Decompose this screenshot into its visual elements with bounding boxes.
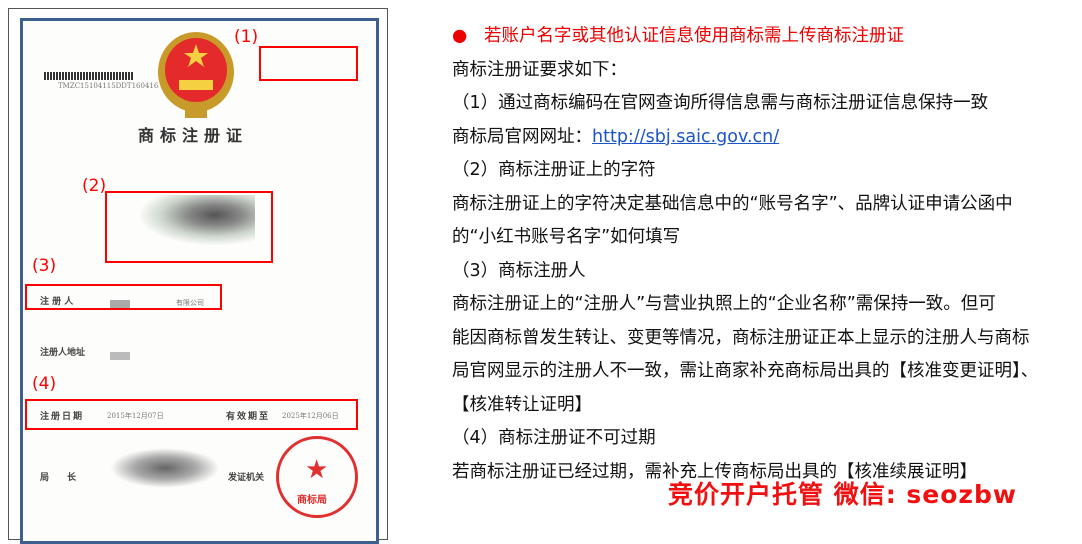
barcode: [44, 72, 134, 80]
redacted-block: [110, 300, 130, 308]
signature: [110, 448, 220, 488]
director-label: 局 长: [40, 473, 77, 483]
link-label: 商标局官网网址：: [452, 126, 592, 147]
heading-text: 若账户名字或其他认证信息使用商标需上传商标注册证: [483, 26, 904, 46]
text-line: 商标注册证上的字符决定基础信息中的“账号名字”、品牌认证申请公函中: [452, 193, 1013, 214]
reg-date-value: 2015年12月07日: [107, 412, 164, 420]
certificate-title: 商标注册证: [138, 126, 249, 145]
text-line: 商标局官网网址：http://sbj.saic.gov.cn/: [452, 121, 1077, 155]
text-line: （1）通过商标编码在官网查询所得信息需与商标注册证信息保持一致: [452, 93, 989, 113]
reg-date-label: 注册日期: [40, 412, 85, 422]
bullet-icon: ●: [452, 26, 468, 46]
redacted-block: [110, 352, 130, 360]
text-line: （4）商标注册证不可过期: [452, 428, 656, 448]
marker-3: (3): [32, 256, 57, 276]
text-line: 商标注册证要求如下：: [452, 59, 627, 80]
text-line: 能因商标曾发生转让、变更等情况，商标注册证正本上显示的注册人与商标: [452, 327, 1030, 348]
text-line: （2）商标注册证上的字符: [452, 160, 656, 180]
registrant-label: 注 册 人: [40, 297, 74, 307]
requirements-text: ● 若账户名字或其他认证信息使用商标需上传商标注册证 商标注册证要求如下： （1…: [452, 20, 1077, 489]
seal-text: 商标局: [297, 495, 327, 506]
marker-4: (4): [32, 374, 57, 394]
trademark-office-link[interactable]: http://sbj.saic.gov.cn/: [592, 126, 780, 147]
national-emblem-icon: [158, 32, 234, 118]
text-line: 【核准转让证明】: [452, 394, 592, 415]
marker-2: (2): [82, 176, 107, 196]
valid-until-value: 2025年12月06日: [282, 412, 339, 420]
valid-until-label: 有效期至: [226, 412, 271, 422]
text-line: 的“小红书账号名字”如何填写: [452, 227, 681, 247]
heading: ● 若账户名字或其他认证信息使用商标需上传商标注册证: [452, 20, 1077, 54]
barcode-text: TMZC15104115DDT160416: [58, 82, 159, 90]
highlight-box-1: [259, 46, 358, 81]
official-seal: ★ 商标局: [276, 436, 358, 518]
text-line: 商标注册证上的“注册人”与营业执照上的“企业名称”需保持一致。但可: [452, 294, 996, 314]
watermark: 竞价开户托管 微信: seozbw: [668, 480, 1017, 509]
blurred-trademark: [140, 195, 255, 245]
address-label: 注册人地址: [40, 348, 86, 358]
text-line: 局官网显示的注册人不一致，需让商家补充商标局出具的【核准变更证明】、: [452, 361, 1039, 381]
text-line: （3）商标注册人: [452, 260, 586, 281]
highlight-box-2: [105, 191, 273, 263]
star-icon: ★: [305, 455, 329, 485]
registrant-value: 有限公司: [176, 299, 204, 307]
text-line: 若商标注册证已经过期，需补充上传商标局出具的【核准续展证明】: [452, 461, 977, 482]
marker-1: (1): [234, 27, 259, 47]
highlight-box-3: [25, 284, 222, 310]
highlight-box-4: [25, 399, 358, 430]
issuer-label: 发证机关: [228, 473, 265, 483]
